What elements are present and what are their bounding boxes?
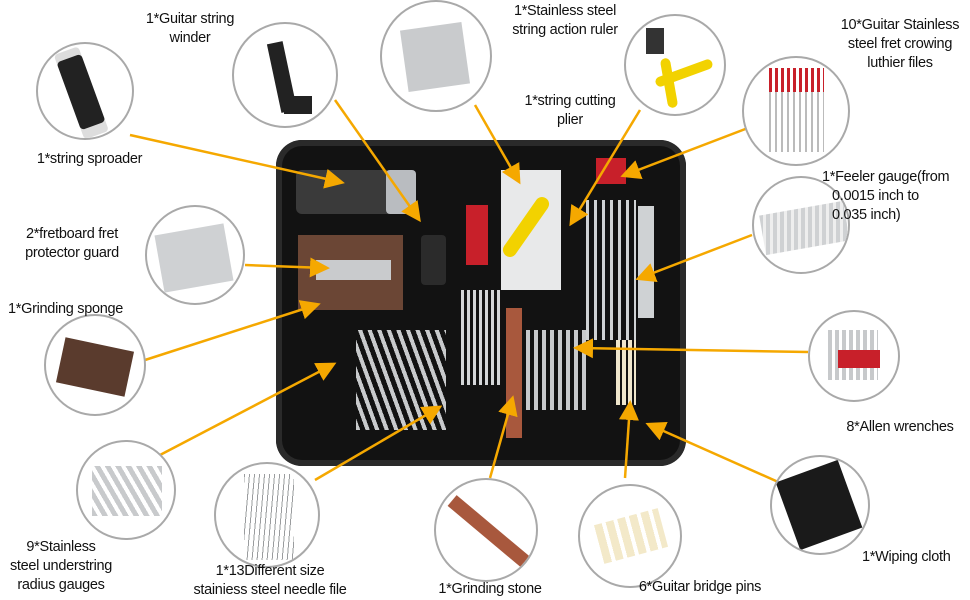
leader-feeler [635,233,753,282]
leader-plier [569,109,642,227]
leader-sponge [144,300,321,362]
winder-thumbnail [232,22,338,128]
case-feeler [638,206,654,318]
leader-winder [333,99,421,223]
leader-allen [573,338,809,359]
sponge-thumbnail [44,314,146,416]
fret-protector-thumbnail [145,205,245,305]
label-sponge: 1*Grinding sponge [8,301,124,317]
leader-radius [159,362,337,457]
label-pins: 6*Guitar bridge pins [638,579,762,595]
leader-needle [314,405,443,482]
leader-fret-protector [244,257,330,278]
leader-cloth [645,421,786,487]
case-fret-protector [316,260,391,280]
ruler-thumbnail [380,0,492,112]
label-cloth: 1*Wiping cloth [862,549,951,565]
radius-gauges-thumbnail [76,440,176,540]
tool-case [276,140,686,466]
case-winder [421,235,446,285]
case-pins [616,340,636,405]
case-small-files [461,290,501,385]
stone-thumbnail [434,478,538,582]
case-needle-files [586,200,636,340]
label-stone: 1*Grinding stone [438,581,542,597]
leader-stone [488,395,518,479]
label-spreader: 1*string sproader [36,151,143,167]
leader-pins [618,400,639,479]
leader-files [620,126,749,179]
needle-file-thumbnail [214,462,320,568]
files-thumbnail [742,56,850,166]
leader-ruler [473,104,521,185]
cloth-thumbnail [770,455,870,555]
allen-thumbnail [808,310,900,402]
pins-thumbnail [578,484,682,588]
plier-thumbnail [624,14,726,116]
feeler-thumbnail [752,176,850,274]
spreader-thumbnail [36,42,134,140]
case-files-red [466,205,488,265]
leader-spreader [129,133,345,189]
label-allen: 8*Allen wrenches [846,419,954,435]
